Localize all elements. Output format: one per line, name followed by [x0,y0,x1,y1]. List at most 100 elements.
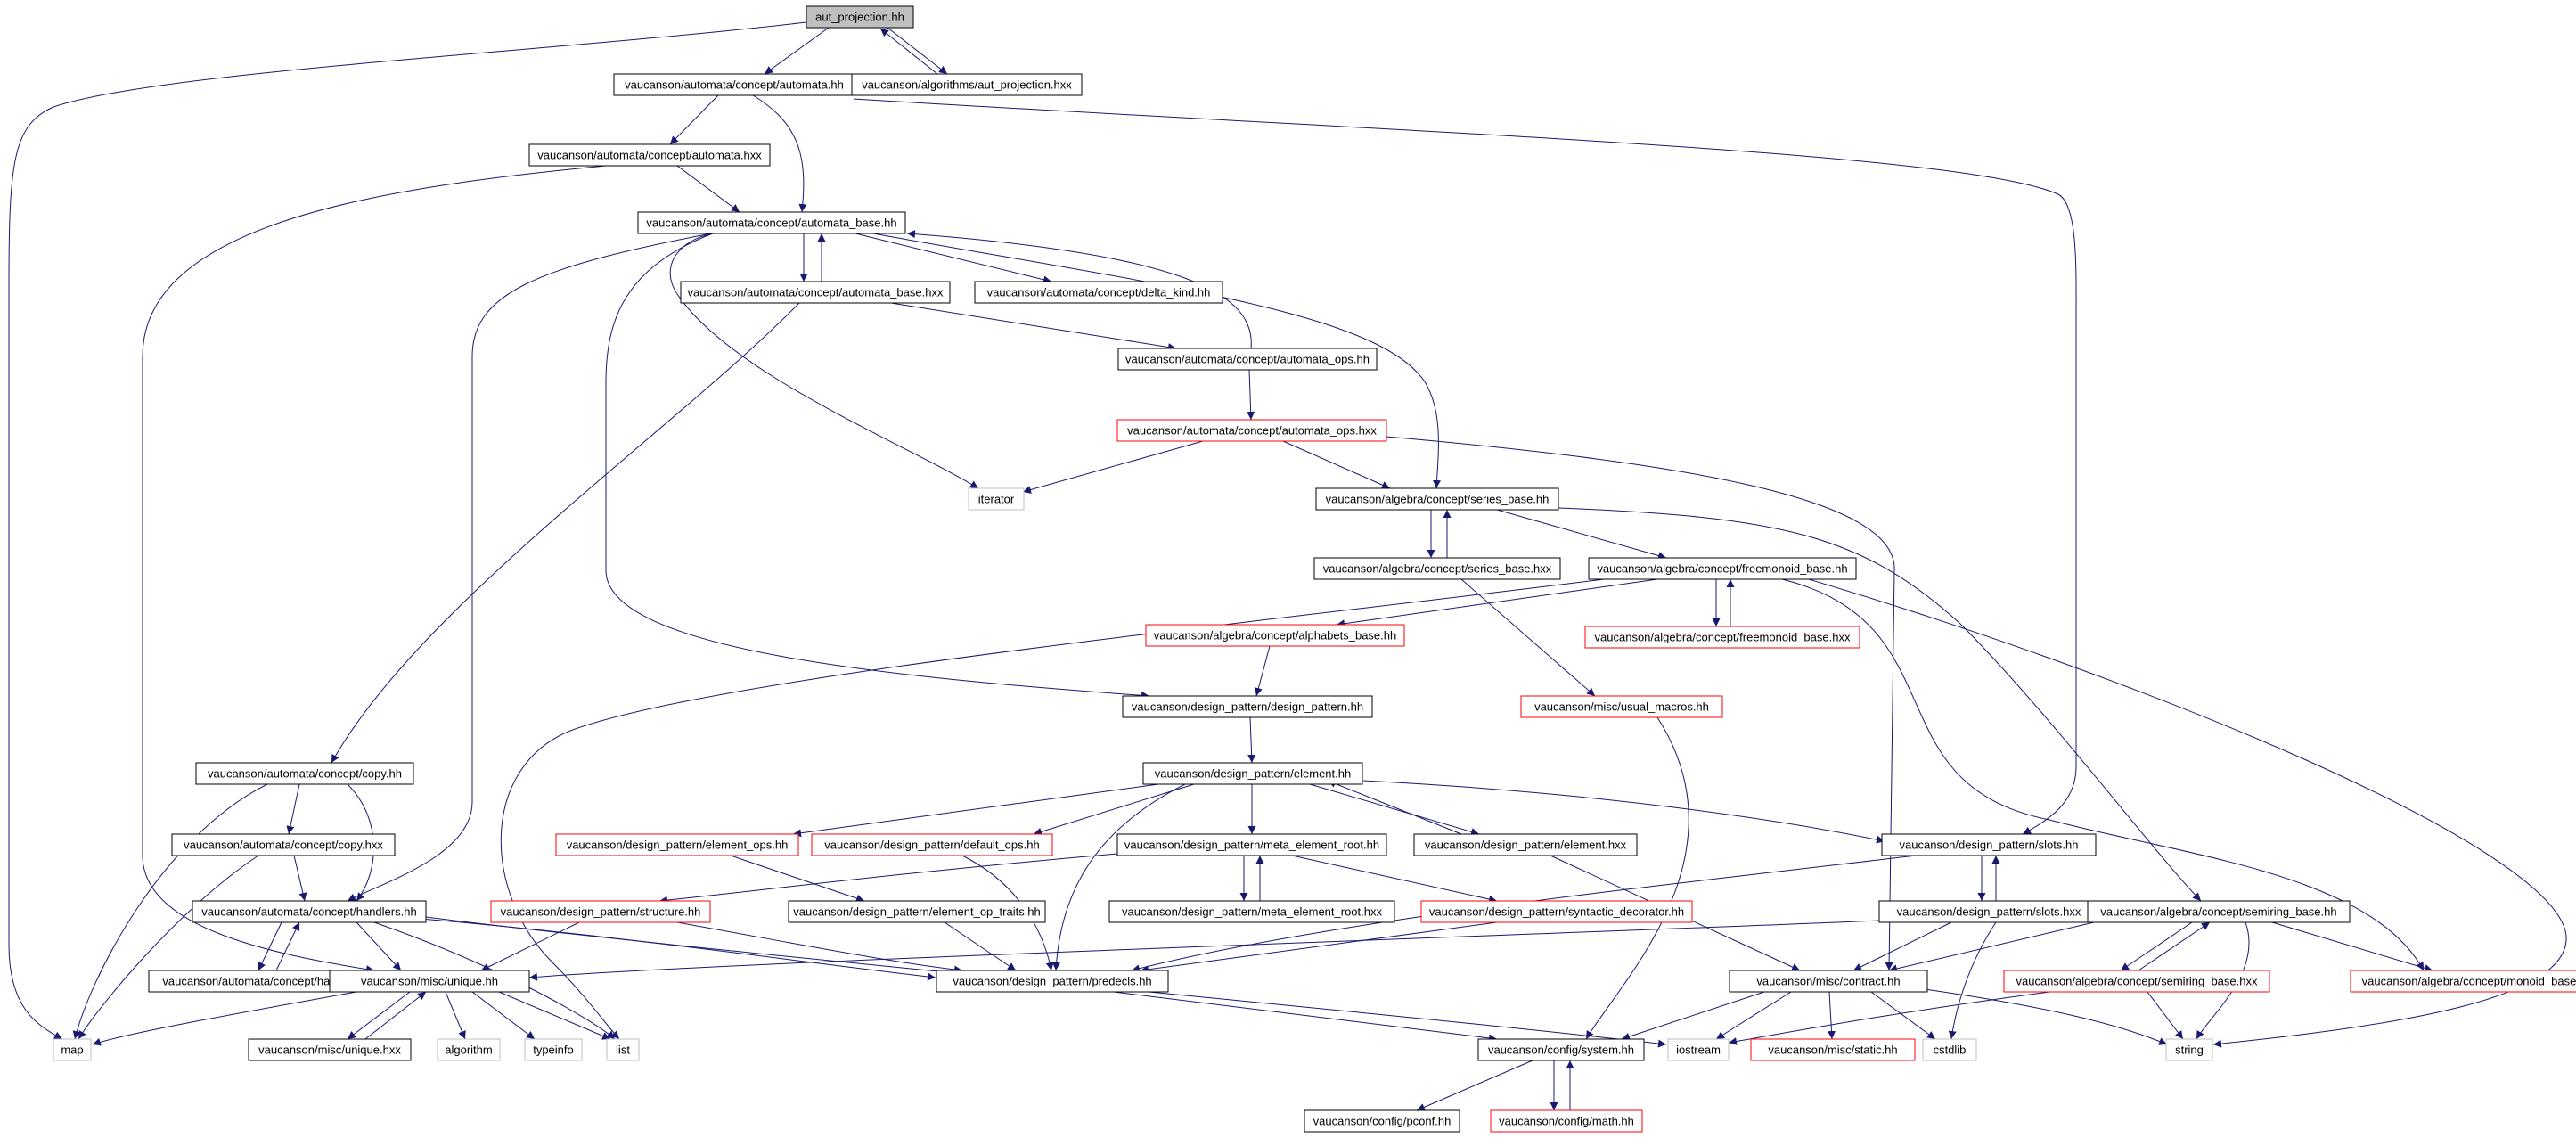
node-label: algorithm [445,1044,492,1057]
node-box [248,1038,412,1061]
node-math-hh[interactable]: vaucanson/config/math.hh [1490,1109,1643,1133]
edge-automata-hxx-to-unique-hh [142,165,607,974]
node-box [1315,487,1559,511]
node-label: vaucanson/algorithms/aut_projection.hxx [862,78,1072,92]
node-box [195,762,414,785]
node-label: vaucanson/automata/concept/handlers.hxx [162,975,383,988]
node-label: vaucanson/config/system.hh [1488,1044,1634,1057]
node-label: string [2175,1044,2204,1057]
node-pconf-hh[interactable]: vaucanson/config/pconf.hh [1304,1109,1460,1133]
node-label: vaucanson/misc/unique.hh [361,975,498,988]
node-label: vaucanson/design_pattern/default_ops.hh [824,839,1039,852]
edge-unique-hh-to-unique-hxx [347,991,411,1040]
node-contract-hh[interactable]: vaucanson/misc/contract.hh [1729,970,1928,993]
node-label: vaucanson/automata/concept/copy.hh [208,767,402,781]
node-map: map [53,1038,92,1061]
edge-semiring-base-hh-to-contract-hh [1888,921,2095,973]
node-box [637,211,906,234]
node-label: typeinfo [533,1044,574,1057]
node-semiring-base-hxx[interactable]: vaucanson/algebra/concept/semiring_base.… [2003,970,2270,993]
node-semiring-base-hh[interactable]: vaucanson/algebra/concept/semiring_base.… [2087,900,2351,923]
node-monoid-base-hh[interactable]: vaucanson/algebra/concept/monoid_base.hh [2350,970,2576,993]
node-box [1881,833,2097,856]
node-box [53,1038,92,1061]
node-predecls-hh[interactable]: vaucanson/design_pattern/predecls.hh [936,970,1169,993]
node-handlers-hh[interactable]: vaucanson/automata/concept/handlers.hh [192,900,427,923]
node-box [1477,1038,1645,1061]
node-label: vaucanson/algebra/concept/freemonoid_bas… [1595,631,1851,644]
edge-freemonoid-base-hh-to-monoid-base-hh [1781,578,2425,971]
node-automata-ops-hxx[interactable]: vaucanson/automata/concept/automata_ops.… [1116,419,1387,442]
node-automata-ops-hh[interactable]: vaucanson/automata/concept/automata_ops.… [1117,348,1378,371]
file-nodes: aut_projection.hh vaucanson/automata/conc… [53,5,2576,1133]
node-box [2350,970,2576,993]
node-label: cstdlib [1934,1044,1967,1057]
node-default-ops-hh[interactable]: vaucanson/design_pattern/default_ops.hh [811,833,1053,856]
node-unique-hh[interactable]: vaucanson/misc/unique.hh [329,970,530,993]
edge-automata-base-hh-to-series-base-hh [872,233,1441,489]
edge-freemonoid-base-hh-to-string [1808,578,2567,1048]
edge-unique-hh-to-typeinfo [471,991,536,1040]
node-series-base-hh[interactable]: vaucanson/algebra/concept/series_base.hh [1315,487,1559,511]
node-automata-base-hxx[interactable]: vaucanson/automata/concept/automata_base… [680,281,951,304]
node-box [1584,626,1860,649]
node-copy-hxx[interactable]: vaucanson/automata/concept/copy.hxx [171,833,396,856]
node-element-hxx[interactable]: vaucanson/design_pattern/element.hxx [1413,833,1638,856]
edge-automata-base-hh-to-design-pattern-hh [605,233,1150,700]
node-copy-hh[interactable]: vaucanson/automata/concept/copy.hh [195,762,414,785]
node-box [1667,1038,1730,1061]
node-box [1878,900,2099,923]
edge-contract-hh-to-system-hh [1621,991,1765,1041]
edge-usual-macros-hh-to-system-hh [1585,716,1689,1040]
node-label: map [61,1044,83,1057]
node-meta-element-root-hh[interactable]: vaucanson/design_pattern/meta_element_ro… [1116,833,1387,856]
edge-series-base-hxx-to-usual-macros-hh [1460,578,1596,697]
node-automata-hxx[interactable]: vaucanson/automata/concept/automata.hxx [528,143,771,167]
node-label: vaucanson/misc/contract.hh [1756,975,1900,988]
node-structure-hh[interactable]: vaucanson/design_pattern/structure.hh [490,900,711,923]
edge-predecls-hh-to-system-hh [1113,991,1498,1043]
edge-element-op-traits-hh-to-predecls-hh [944,921,1017,971]
node-syntactic-decorator-hh[interactable]: vaucanson/design_pattern/syntactic_decor… [1420,900,1693,923]
node-automata-hh[interactable]: vaucanson/automata/concept/automata.hh [613,73,855,96]
node-design-pattern-hh[interactable]: vaucanson/design_pattern/design_pattern.… [1122,695,1373,718]
node-series-base-hxx[interactable]: vaucanson/algebra/concept/series_base.hx… [1313,557,1561,580]
node-element-op-traits-hh[interactable]: vaucanson/design_pattern/element_op_trai… [788,900,1046,923]
node-box [1116,419,1387,442]
edge-unique-hxx-to-unique-hh [364,991,427,1040]
node-slots-hh[interactable]: vaucanson/design_pattern/slots.hh [1881,833,2097,856]
node-box [1413,833,1638,856]
node-automata-base-hh[interactable]: vaucanson/automata/concept/automata_base… [637,211,906,234]
node-slots-hxx[interactable]: vaucanson/design_pattern/slots.hxx [1878,900,2099,923]
edge-element-hh-to-element-hxx [1309,783,1480,836]
node-usual-macros-hh[interactable]: vaucanson/misc/usual_macros.hh [1520,695,1723,718]
node-box [437,1038,501,1061]
node-element-ops-hh[interactable]: vaucanson/design_pattern/element_ops.hh [555,833,799,856]
node-box [171,833,396,856]
node-aut-projection-hxx[interactable]: vaucanson/algorithms/aut_projection.hxx [851,73,1083,96]
node-label: iterator [978,493,1015,506]
node-element-hh[interactable]: vaucanson/design_pattern/element.hh [1142,762,1363,785]
node-box [2003,970,2270,993]
node-unique-hxx[interactable]: vaucanson/misc/unique.hxx [248,1038,412,1061]
node-alphabets-base-hh[interactable]: vaucanson/algebra/concept/alphabets_base… [1145,624,1405,647]
node-box [1117,348,1378,371]
edge-contract-hh-to-static-hh [1827,991,1836,1040]
node-system-hh[interactable]: vaucanson/config/system.hh [1477,1038,1645,1061]
node-aut-projection-hh[interactable]: aut_projection.hh [806,5,914,29]
node-label: vaucanson/automata/concept/copy.hxx [184,839,383,852]
edge-automata-hh-to-automata-base-hh [752,94,807,213]
edge-series-base-hh-to-semiring-base-hh [1558,507,2202,902]
node-delta-kind-hh[interactable]: vaucanson/automata/concept/delta_kind.hh [974,281,1223,304]
node-freemonoid-base-hh[interactable]: vaucanson/algebra/concept/freemonoid_bas… [1588,557,1857,580]
node-box [1116,833,1387,856]
node-meta-element-root-hxx[interactable]: vaucanson/design_pattern/meta_element_ro… [1108,900,1395,923]
node-box [680,281,951,304]
node-static-hh[interactable]: vaucanson/misc/static.hh [1750,1038,1916,1061]
node-box [968,487,1025,511]
edge-contract-hh-to-cstdlib [1870,991,1936,1040]
edge-automata-ops-hxx-to-series-base-hh [1282,440,1391,489]
node-label: vaucanson/design_pattern/structure.hh [501,905,701,919]
node-freemonoid-base-hxx[interactable]: vaucanson/algebra/concept/freemonoid_bas… [1584,626,1860,649]
